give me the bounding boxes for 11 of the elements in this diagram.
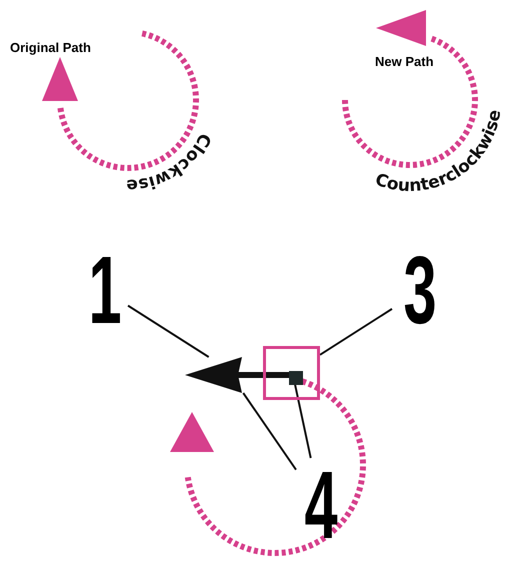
arrow-drawing: [185, 357, 289, 393]
callout-number: 3: [402, 243, 438, 339]
leader-line: [319, 308, 393, 356]
small-square: [289, 371, 303, 385]
path-label: New Path: [375, 53, 434, 71]
highlight-box: [263, 346, 320, 400]
leader-line: [242, 392, 297, 470]
leader-line: [127, 304, 210, 358]
path-label: Original Path: [10, 39, 91, 57]
callout-number: 4: [306, 458, 336, 554]
callout-number: 1: [90, 243, 120, 339]
